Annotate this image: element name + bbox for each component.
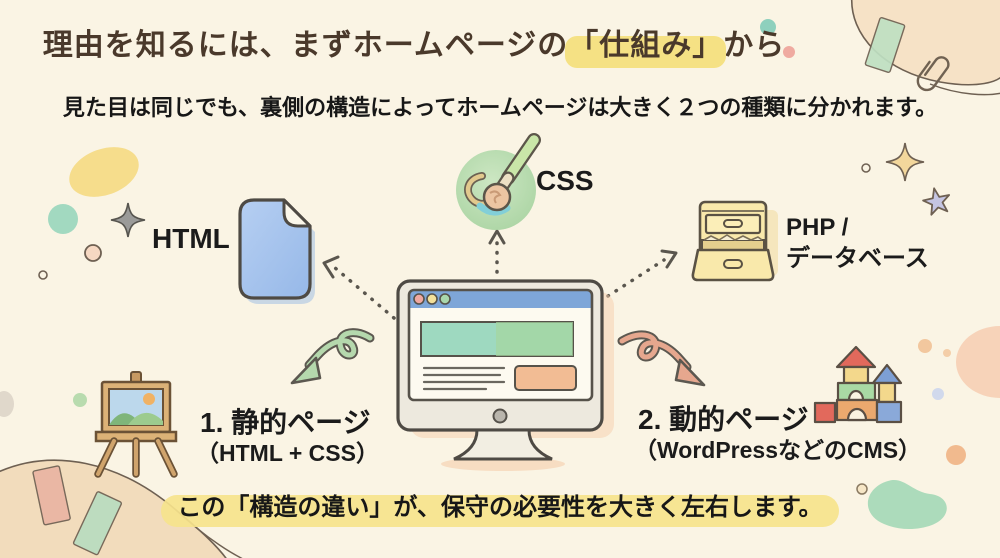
php-label-line2: データベース bbox=[786, 245, 929, 272]
dot-orange-right2 bbox=[943, 349, 951, 357]
watercolor-blob-peach-right bbox=[956, 326, 1000, 398]
curly-arrow-red bbox=[617, 330, 706, 387]
monitor-illustration bbox=[386, 268, 618, 472]
ring-tiny-left bbox=[38, 270, 48, 280]
html-label: HTML bbox=[152, 223, 230, 254]
ring-bottom-right bbox=[856, 483, 868, 495]
php-database-label: PHP / データベース bbox=[786, 212, 929, 274]
php-label-line1: PHP / bbox=[786, 214, 849, 241]
title-highlight: 「仕組み」 bbox=[565, 20, 727, 68]
star-icon-lavender bbox=[922, 187, 951, 216]
footer-statement: この「構造の違い」が、保守の必要性を大きく左右します。 bbox=[0, 487, 1000, 527]
washi-tape-green-top-right bbox=[864, 17, 906, 73]
database-cabinet-icon bbox=[688, 194, 780, 286]
curly-arrow-green bbox=[290, 328, 375, 385]
page-subtitle: 見た目は同じでも、裏側の構造によってホームページは大きく２つの種類に分かれます。 bbox=[62, 95, 938, 120]
watercolor-blob-yellow bbox=[69, 147, 139, 197]
static-page-subtitle: （HTML + CSS） bbox=[196, 440, 379, 466]
building-blocks-icon bbox=[804, 342, 914, 430]
watercolor-blob-gray bbox=[0, 391, 14, 417]
dot-pink bbox=[783, 46, 795, 58]
dashed-arrow-up bbox=[488, 229, 506, 274]
ring-peach bbox=[84, 244, 102, 262]
footer-highlight: この「構造の違い」が、保守の必要性を大きく左右します。 bbox=[161, 487, 839, 527]
dynamic-page-subtitle: （WordPressなどのCMS） bbox=[634, 437, 922, 463]
dynamic-page-title: 2. 動的ページ bbox=[638, 404, 809, 435]
washi-tape-pink-bottom-left bbox=[32, 465, 71, 526]
css-paintbrush-icon bbox=[448, 133, 548, 234]
dot-orange-bottom-right bbox=[946, 445, 966, 465]
title-pre: 理由を知るには、まずホームページの bbox=[42, 29, 569, 62]
watercolor-dot-teal bbox=[48, 204, 78, 234]
washi-tape-green-bottom-left bbox=[72, 491, 122, 556]
static-page-title: 1. 静的ページ bbox=[200, 407, 371, 438]
watercolor-blob-green-bean bbox=[867, 480, 947, 530]
dot-teal bbox=[760, 19, 776, 35]
dot-green-left bbox=[73, 393, 87, 407]
page-title: 理由を知るには、まずホームページの「仕組み」から bbox=[0, 20, 828, 68]
dashed-arrow-right bbox=[606, 249, 678, 298]
dot-blue-right bbox=[932, 388, 944, 400]
css-label: CSS bbox=[536, 165, 594, 196]
paperclip-icon bbox=[916, 56, 950, 92]
html-document-icon bbox=[234, 194, 318, 304]
title-post: から bbox=[723, 29, 786, 62]
sparkle-icon-gray bbox=[110, 202, 146, 238]
ring-tiny-right bbox=[861, 163, 871, 173]
easel-painting-icon bbox=[86, 371, 186, 478]
dashed-arrow-left bbox=[322, 255, 396, 320]
dot-orange-right1 bbox=[918, 339, 932, 353]
sparkle-icon-yellow bbox=[885, 142, 925, 182]
